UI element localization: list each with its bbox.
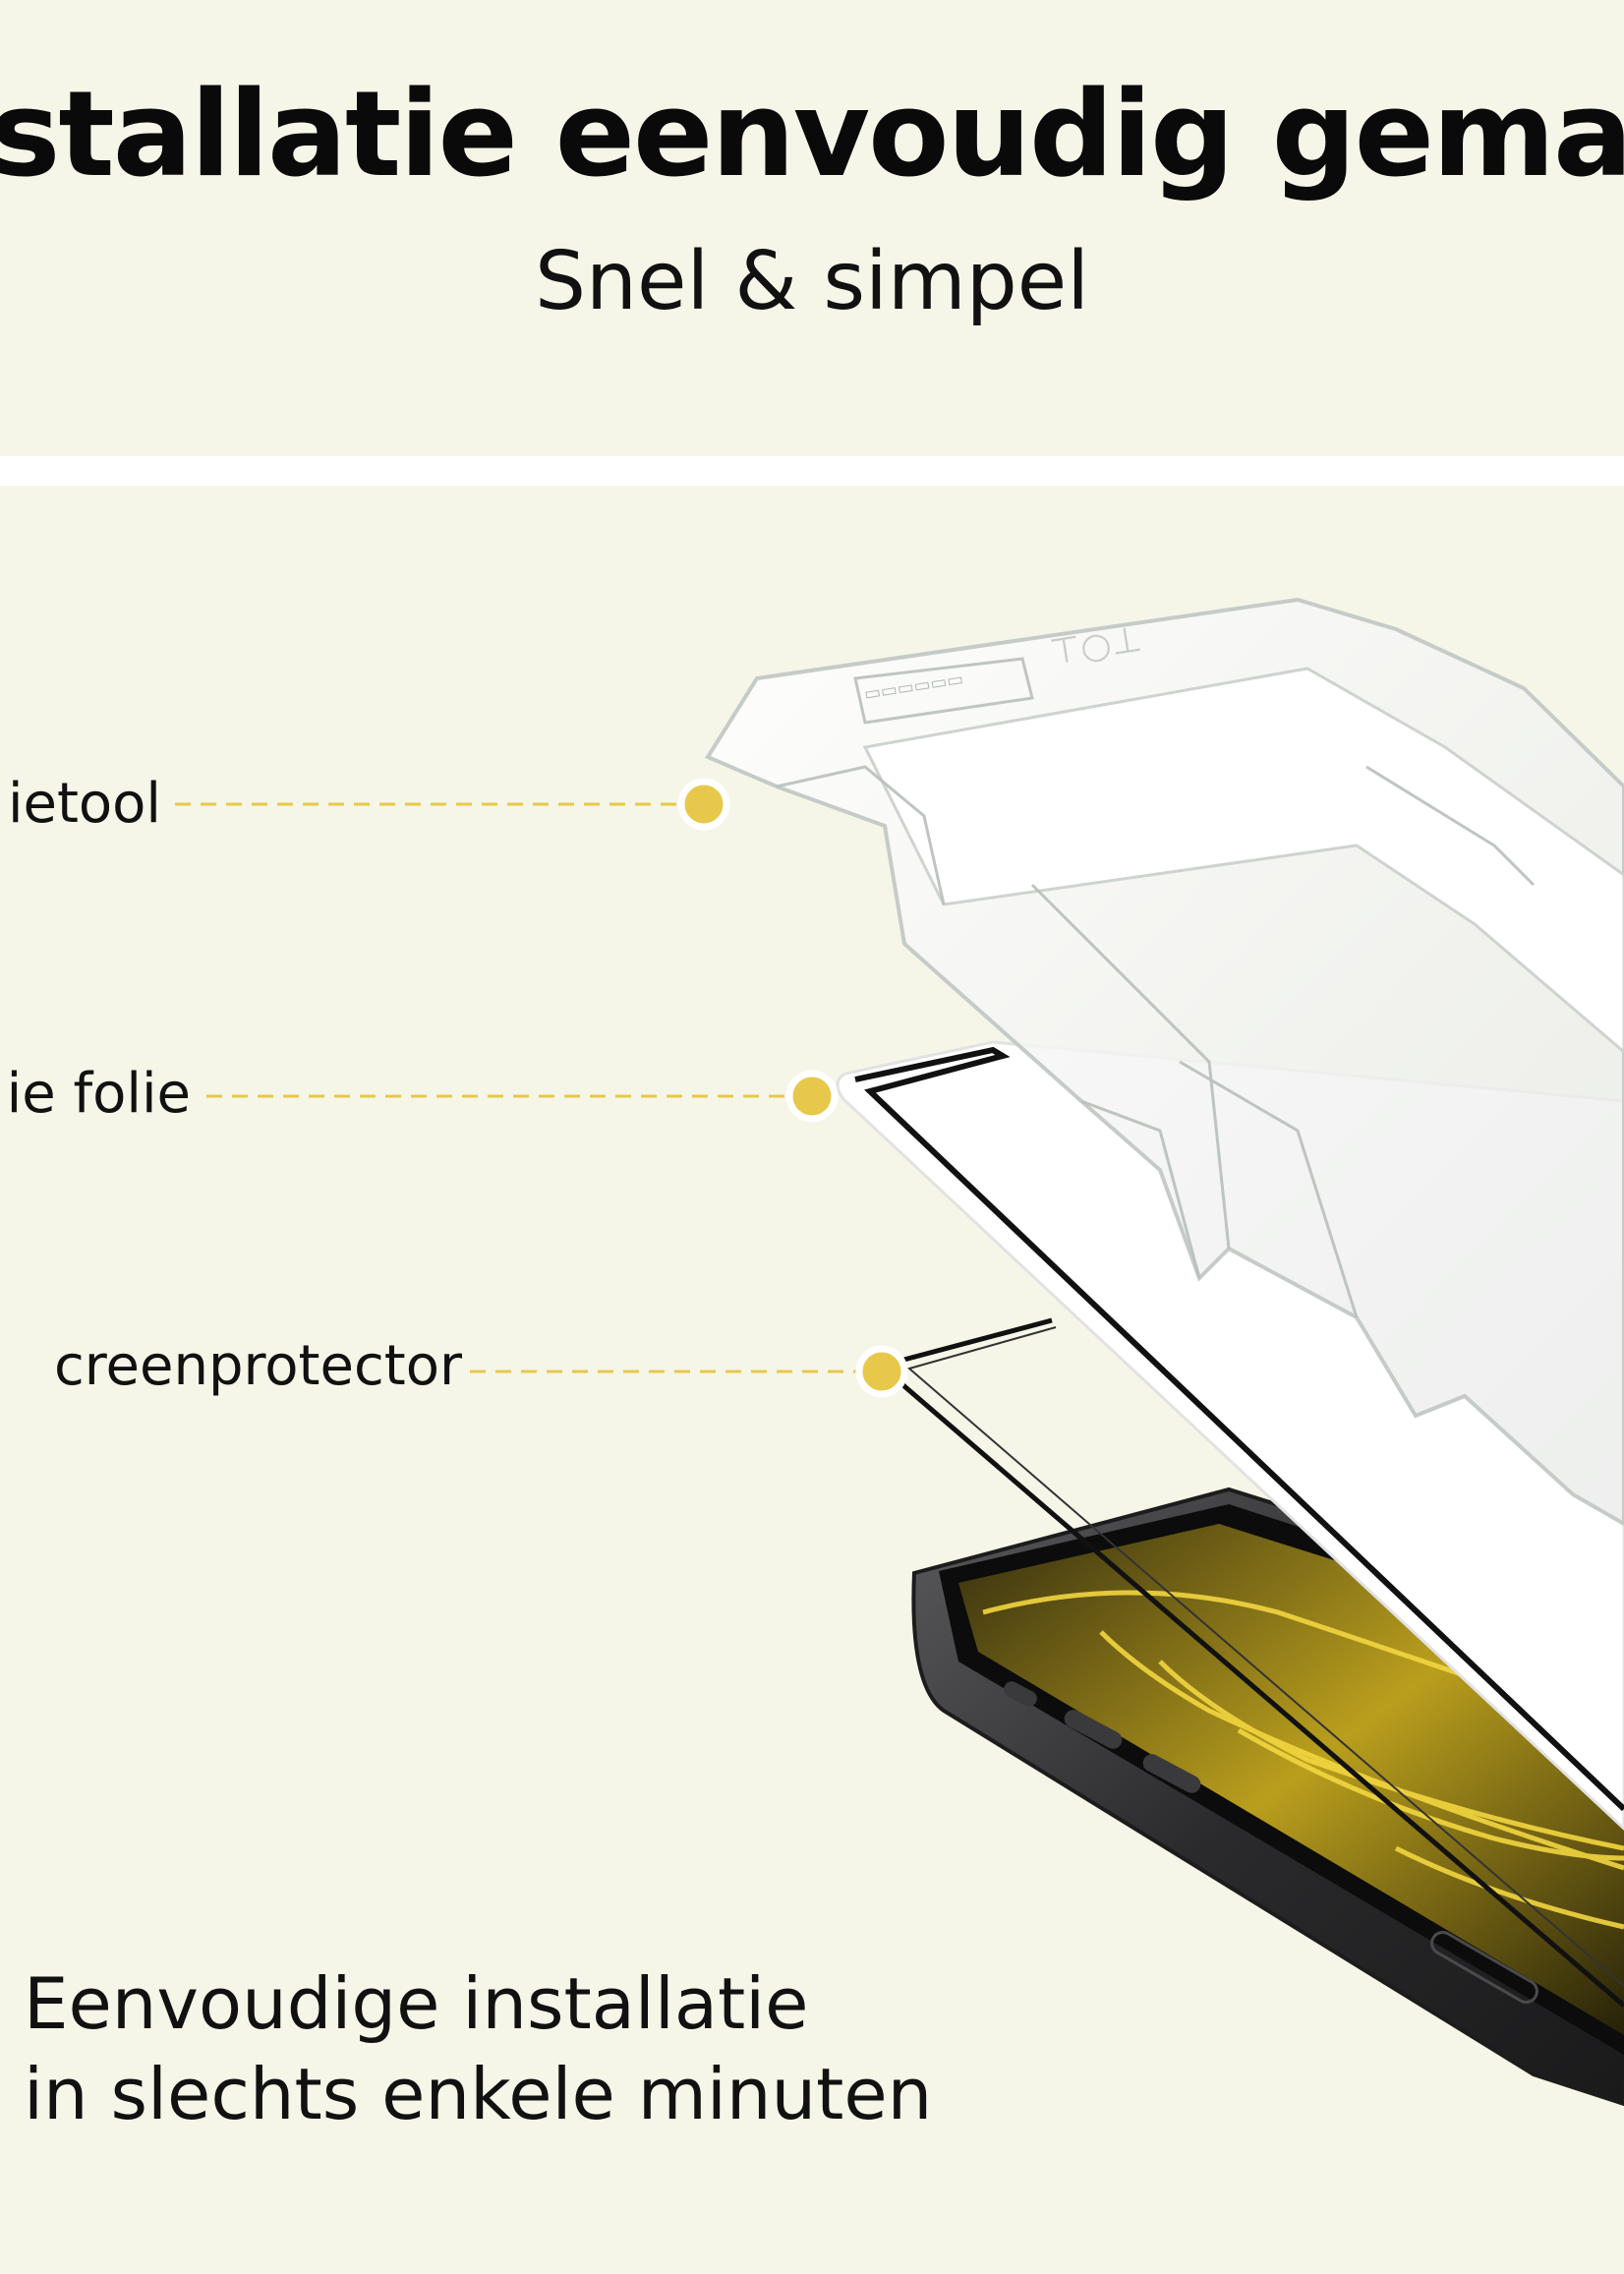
installation-tool-graphic: ▭▭▭▭▭▭ ⊤○⊥ (705, 597, 1624, 1527)
callout-label-tool: ietool (7, 772, 161, 836)
section-divider (0, 456, 1624, 486)
callout-label-foil: ie folie (6, 1062, 191, 1126)
page-title: stallatie eenvoudig gemaa (0, 67, 1624, 204)
caption-line-2: in slechts enkele minuten (24, 2053, 933, 2135)
callout-label-screenprotector: creenprotector (53, 1334, 462, 1398)
caption-line-1: Eenvoudige installatie (24, 1962, 809, 2045)
page-subtitle: Snel & simpel (535, 235, 1089, 328)
product-illustration: ▭▭▭▭▭▭ ⊤○⊥ (175, 597, 1624, 2107)
caption-text: Eenvoudige installatie in slechts enkele… (24, 1958, 932, 2139)
callout-connectors (175, 778, 908, 1398)
